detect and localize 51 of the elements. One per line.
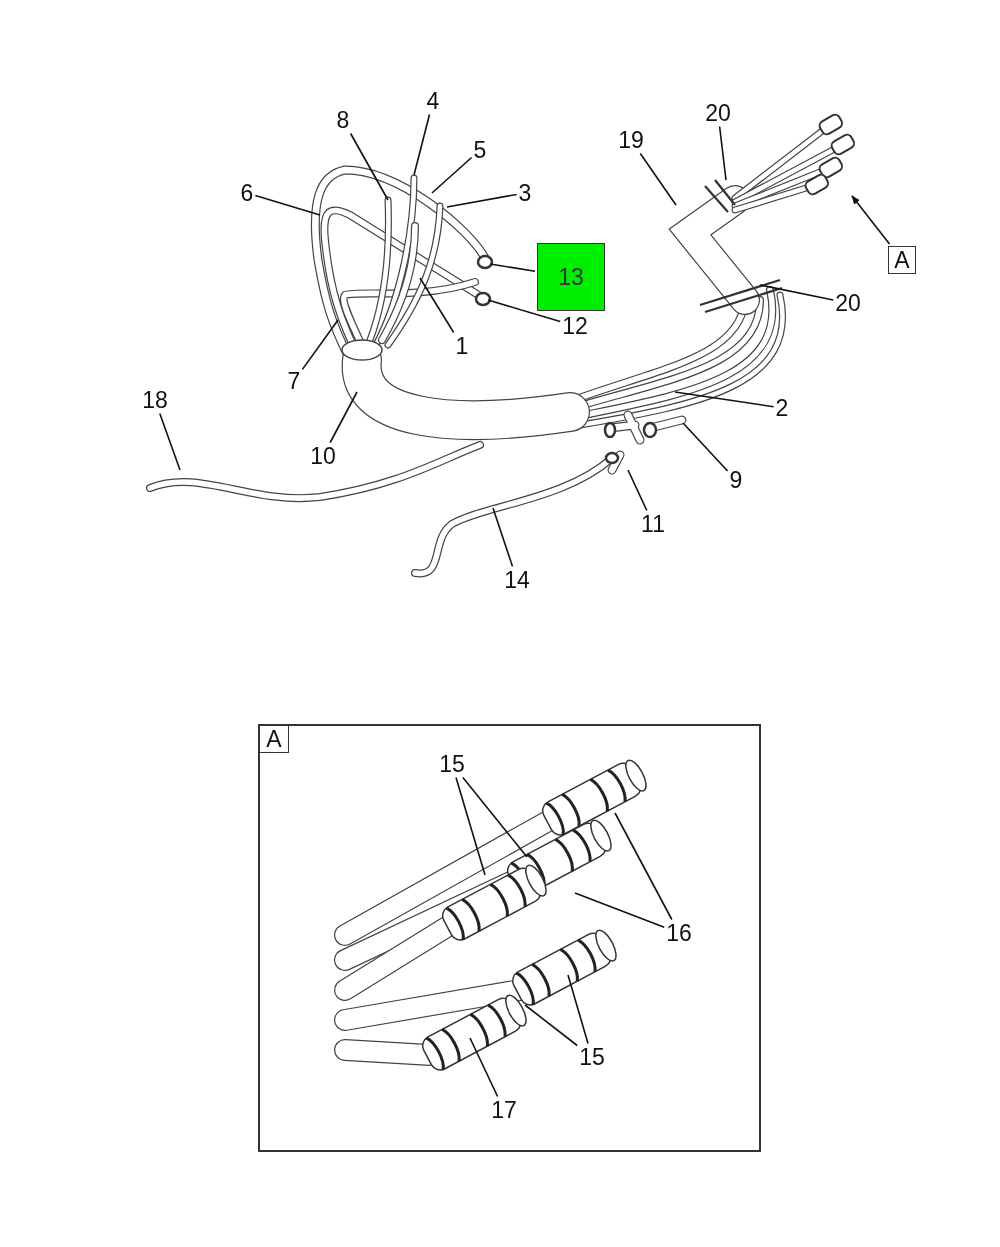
detail-view-frame	[258, 724, 761, 1152]
callout-number: 6	[240, 181, 254, 205]
callout-number: 2	[775, 396, 789, 420]
leader-line	[301, 319, 339, 371]
callout-number: 17	[491, 1098, 517, 1122]
leader-line	[567, 974, 589, 1045]
leader-line	[718, 125, 727, 181]
leader-line	[469, 1037, 499, 1098]
callout-number: 10	[310, 444, 336, 468]
leader-line	[574, 892, 665, 929]
leader-line	[627, 469, 648, 512]
callout-number: 15	[439, 752, 465, 776]
callout-number: 1	[455, 334, 469, 358]
leader-line	[455, 776, 486, 876]
leader-line	[614, 812, 673, 921]
callout-number: 11	[641, 512, 665, 536]
leader-line	[254, 194, 321, 216]
leader-line	[431, 156, 473, 194]
callout-number: 19	[618, 128, 644, 152]
callout-number: 12	[562, 314, 588, 338]
leader-line	[492, 507, 514, 568]
callout-number: 18	[142, 388, 168, 412]
callout-number: 7	[287, 369, 301, 393]
callout-number: 15	[579, 1045, 605, 1069]
view-label: A	[260, 726, 289, 753]
leader-line	[674, 391, 775, 408]
leader-line	[413, 113, 431, 176]
callout-number: 5	[473, 138, 487, 162]
leader-line	[349, 132, 389, 201]
leader-line	[487, 299, 561, 323]
leader-line	[489, 263, 536, 272]
callout-number: 4	[426, 89, 440, 113]
leader-line	[419, 277, 455, 334]
leader-line	[329, 391, 358, 444]
leader-line	[159, 412, 181, 471]
callout-number: 20	[835, 291, 861, 315]
callout-number: 20	[705, 101, 731, 125]
highlighted-callout-number: 13	[537, 243, 605, 311]
leader-line	[462, 776, 528, 858]
view-direction-arrow	[851, 195, 891, 245]
leader-line	[759, 284, 834, 301]
callout-number: 9	[729, 468, 743, 492]
callout-number: 14	[504, 568, 530, 592]
view-reference-label: A	[888, 246, 916, 274]
leader-line	[524, 1004, 578, 1047]
callout-number: 3	[518, 181, 532, 205]
leader-line	[682, 422, 729, 472]
leader-line	[639, 152, 677, 206]
callout-number: 16	[666, 921, 692, 945]
callout-number: 8	[336, 108, 350, 132]
leader-line	[446, 193, 518, 208]
